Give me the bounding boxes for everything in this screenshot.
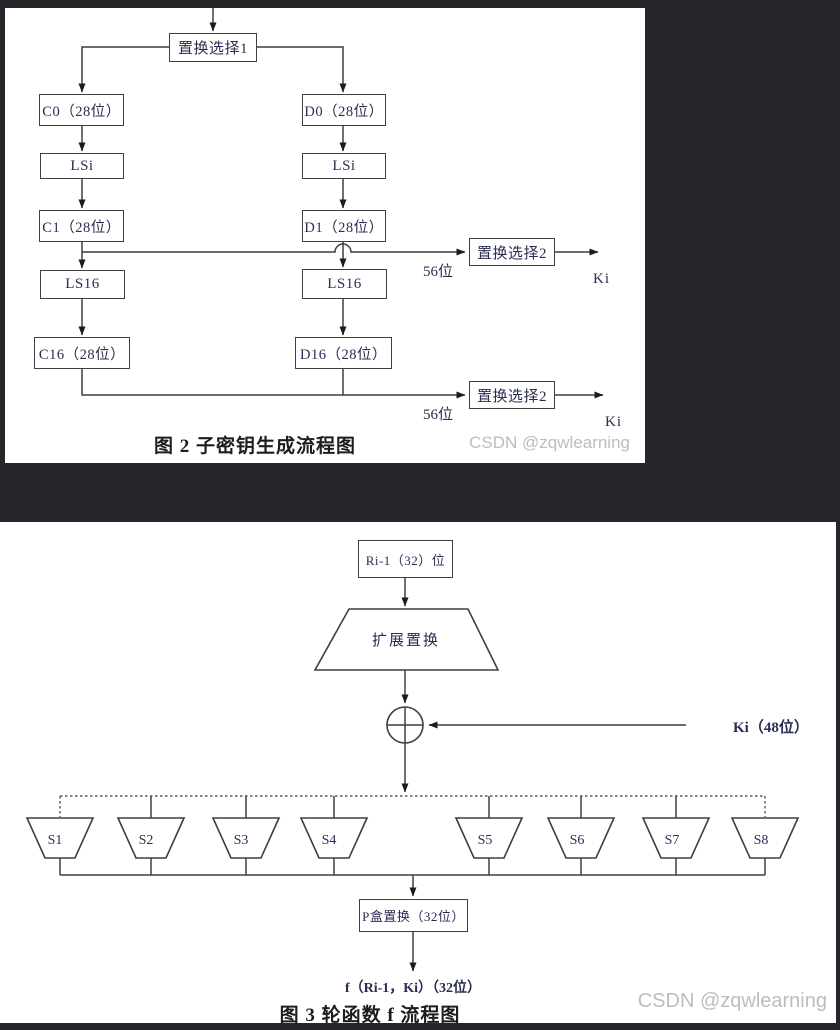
sbox-s2 [116, 817, 186, 859]
figure2-connectors [78, 8, 604, 399]
node-d1: D1（28位） [302, 210, 386, 242]
sbox-s1 [25, 817, 95, 859]
sbox-s3-label: S3 [234, 833, 249, 848]
node-ls16-left: LS16 [40, 270, 125, 299]
node-lsi-right: LSi [302, 153, 386, 179]
figure3-watermark: CSDN @zqwlearning [637, 990, 827, 1012]
node-pbox: P盒置换（32位） [359, 899, 468, 932]
xor-icon [386, 706, 424, 744]
sbox-s1-label: S1 [48, 833, 63, 848]
node-ri-1: Ri-1（32）位 [358, 540, 453, 578]
node-d0: D0（28位） [302, 94, 386, 126]
figure2-caption: 图 2 子密钥生成流程图 [153, 436, 356, 457]
sbox-s4-label: S4 [322, 833, 337, 848]
figure3-caption: 图 3 轮函数 f 流程图 [279, 1005, 461, 1026]
label-56bit-top: 56位 [423, 264, 454, 280]
node-permuted-choice-1: 置换选择1 [169, 33, 257, 62]
sbox-s2-label: S2 [139, 833, 154, 848]
label-f-output: f（Ri-1，Ki）（32位） [344, 981, 482, 996]
node-permuted-choice-2-bottom: 置换选择2 [469, 381, 555, 409]
figure3-edges [59, 578, 766, 972]
sbox-s7 [641, 817, 711, 859]
sbox-s5 [454, 817, 524, 859]
figure3-diagram: 扩展置换 S1 S2 S3 S4 S5 [25, 578, 800, 972]
sbox-s8-label: S8 [754, 833, 769, 848]
sbox-s3 [211, 817, 281, 859]
expansion-label: 扩展置换 [372, 632, 440, 649]
sbox-row: S1 S2 S3 S4 S5 S6 S7 S8 [25, 817, 800, 859]
sbox-s8 [730, 817, 800, 859]
node-permuted-choice-2-top: 置换选择2 [469, 238, 555, 266]
sbox-s7-label: S7 [665, 833, 680, 848]
expansion-trapezoid [313, 608, 500, 671]
node-c0: C0（28位） [39, 94, 124, 126]
figure3-panel: 扩展置换 S1 S2 S3 S4 S5 [0, 522, 836, 1026]
node-c16: C16（28位） [34, 337, 130, 369]
label-ki-top: Ki [593, 271, 610, 287]
label-56bit-bottom: 56位 [423, 407, 454, 423]
node-lsi-left: LSi [40, 153, 124, 179]
figure2-panel: 置换选择1 C0（28位） D0（28位） LSi LSi C1（28位） D1… [5, 8, 645, 463]
node-ls16-right: LS16 [302, 269, 387, 299]
node-d16: D16（28位） [295, 337, 392, 369]
sbox-s6-label: S6 [570, 833, 585, 848]
sbox-s5-label: S5 [478, 833, 493, 848]
sbox-s4 [299, 817, 369, 859]
label-ki48: Ki（48位） [733, 720, 809, 736]
figure2-edges [78, 8, 604, 399]
label-ki-bottom: Ki [605, 414, 622, 430]
sbox-s6 [546, 817, 616, 859]
figure2-watermark: CSDN @zqwlearning [469, 433, 630, 452]
node-c1: C1（28位） [39, 210, 124, 242]
